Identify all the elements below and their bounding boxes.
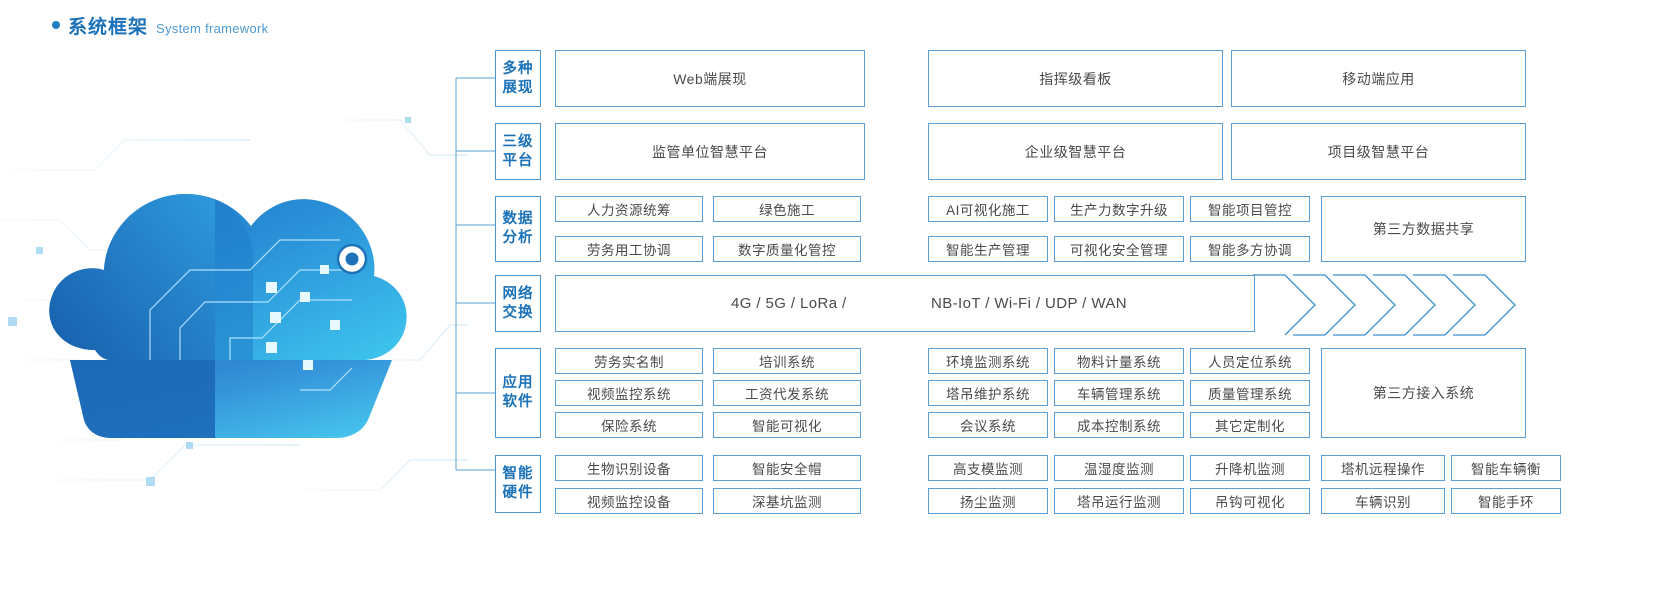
cell-deep-pit-monitoring[interactable]: 深基坑监测 [713,488,861,514]
cell-other-customization[interactable]: 其它定制化 [1190,412,1310,438]
cell-payroll-system[interactable]: 工资代发系统 [713,380,861,406]
cell-training-system[interactable]: 培训系统 [713,348,861,374]
cell-material-metering-system[interactable]: 物料计量系统 [1054,348,1184,374]
category-box-presentation: 多种 展现 [495,50,541,107]
cell-personnel-positioning-system[interactable]: 人员定位系统 [1190,348,1310,374]
cell-tower-remote-operation[interactable]: 塔机远程操作 [1321,455,1445,481]
cell-smart-helmet[interactable]: 智能安全帽 [713,455,861,481]
cell-green-construction[interactable]: 绿色施工 [713,196,861,222]
category-line: 网络 [502,285,534,302]
cell-environment-monitoring-system[interactable]: 环境监测系统 [928,348,1048,374]
category-line: 平台 [502,152,534,169]
connector-lines [455,77,495,471]
cell-productivity-upgrade[interactable]: 生产力数字升级 [1054,196,1184,222]
cell-mobile-app[interactable]: 移动端应用 [1231,50,1526,107]
cell-labor-coordination[interactable]: 劳务用工协调 [555,236,703,262]
page-title: 系统框架 System framework [52,12,268,39]
cell-temp-humidity-monitoring[interactable]: 温湿度监测 [1054,455,1184,481]
cell-insurance-system[interactable]: 保险系统 [555,412,703,438]
cell-smart-weighbridge[interactable]: 智能车辆衡 [1451,455,1561,481]
network-text-1: 4G / 5G / LoRa / [731,295,847,312]
cell-biometric-device[interactable]: 生物识别设备 [555,455,703,481]
framework-diagram: 多种 展现 Web端展现 指挥级看板 移动端应用 三级 平台 监管单位智慧平台 … [455,45,1673,535]
category-line: 应用 [502,375,534,391]
category-box-platform: 三级 平台 [495,123,541,180]
cell-high-formwork-monitoring[interactable]: 高支模监测 [928,455,1048,481]
cell-dust-monitoring[interactable]: 扬尘监测 [928,488,1048,514]
category-line: 软件 [502,394,534,410]
cell-third-party-data-sharing[interactable]: 第三方数据共享 [1321,196,1526,262]
cell-web-presentation[interactable]: Web端展现 [555,50,865,107]
category-line: 硬件 [502,485,534,501]
cell-crane-operation-monitoring[interactable]: 塔吊运行监测 [1054,488,1184,514]
cell-smart-visualization[interactable]: 智能可视化 [713,412,861,438]
cell-digital-quality-control[interactable]: 数字质量化管控 [713,236,861,262]
cell-command-dashboard[interactable]: 指挥级看板 [928,50,1223,107]
cell-hook-visualization[interactable]: 吊钩可视化 [1190,488,1310,514]
cell-labor-realname[interactable]: 劳务实名制 [555,348,703,374]
cell-vehicle-recognition[interactable]: 车辆识别 [1321,488,1445,514]
category-line: 交换 [502,304,534,321]
cell-ai-visual-construction[interactable]: AI可视化施工 [928,196,1048,222]
cell-meeting-system[interactable]: 会议系统 [928,412,1048,438]
chevron-arrows [1253,274,1516,336]
network-text-2: NB-IoT / Wi-Fi / UDP / WAN [931,295,1127,312]
title-zh: 系统框架 [68,17,149,38]
cloud-illustration [0,60,470,520]
cell-smart-wristband[interactable]: 智能手环 [1451,488,1561,514]
cell-supervision-platform[interactable]: 监管单位智慧平台 [555,123,865,180]
cell-smart-multiparty-coord[interactable]: 智能多方协调 [1190,236,1310,262]
cell-project-platform[interactable]: 项目级智慧平台 [1231,123,1526,180]
cell-enterprise-platform[interactable]: 企业级智慧平台 [928,123,1223,180]
category-line: 展现 [502,79,534,96]
cell-smart-project-control[interactable]: 智能项目管控 [1190,196,1310,222]
cell-crane-maintenance-system[interactable]: 塔吊维护系统 [928,380,1048,406]
cell-visual-safety-mgmt[interactable]: 可视化安全管理 [1054,236,1184,262]
category-box-application-software: 应用 软件 [495,348,541,438]
cell-hr-planning[interactable]: 人力资源统筹 [555,196,703,222]
category-line: 三级 [502,133,534,150]
bullet-dot-icon [52,21,60,29]
category-line: 智能 [502,466,534,482]
network-bar: 4G / 5G / LoRa / NB-IoT / Wi-Fi / UDP / … [555,275,1255,332]
cell-hoist-monitoring[interactable]: 升降机监测 [1190,455,1310,481]
category-box-network: 网络 交换 [495,275,541,332]
category-box-smart-hardware: 智能 硬件 [495,455,541,513]
category-line: 数据 [502,211,534,227]
cell-video-surveillance-device[interactable]: 视频监控设备 [555,488,703,514]
cell-quality-management-system[interactable]: 质量管理系统 [1190,380,1310,406]
category-line: 分析 [502,230,534,246]
cell-vehicle-management-system[interactable]: 车辆管理系统 [1054,380,1184,406]
category-line: 多种 [502,60,534,77]
category-box-data-analysis: 数据 分析 [495,196,541,262]
cell-third-party-access-system[interactable]: 第三方接入系统 [1321,348,1526,438]
cell-video-surveillance-system[interactable]: 视频监控系统 [555,380,703,406]
cell-smart-production-mgmt[interactable]: 智能生产管理 [928,236,1048,262]
title-en: System framework [156,21,269,36]
cell-cost-control-system[interactable]: 成本控制系统 [1054,412,1184,438]
